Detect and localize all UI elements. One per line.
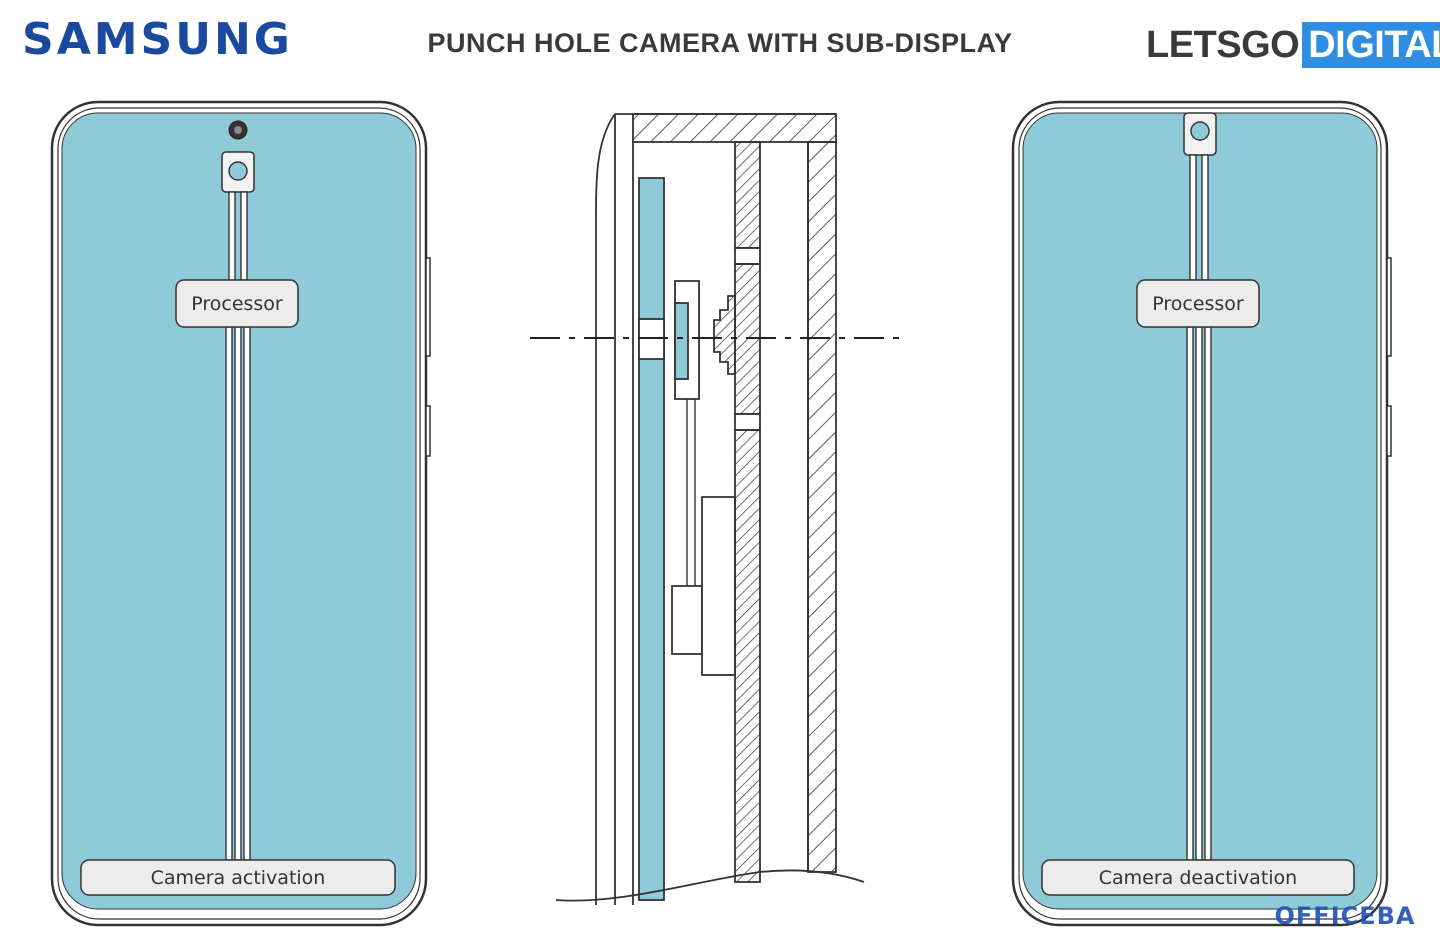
left-side-button-lower [425, 405, 431, 457]
lens-stack-icon [713, 295, 736, 375]
letsgodigital-logo: LETSGO DIGITAL [1146, 22, 1440, 68]
left-phone-bezel [57, 107, 421, 920]
left-side-button-upper [425, 257, 431, 357]
right-camera-lens-icon [1190, 121, 1210, 141]
right-flex-cable-lower [1186, 326, 1212, 861]
right-processor-label: Processor [1152, 292, 1244, 315]
camera-activation-label: Camera activation [150, 866, 326, 889]
samsung-logo: SAMSUNG [22, 14, 293, 65]
display-panel [638, 177, 665, 901]
bracket-gap-top [734, 247, 761, 265]
left-processor-label: Processor [191, 292, 283, 315]
right-processor-box [1136, 279, 1260, 328]
bracket-hatched-top [734, 141, 761, 249]
sub-display-panel [674, 302, 689, 380]
bracket-hatched-bottom [734, 429, 761, 883]
watermark-logo: OFFICEBA [1274, 902, 1416, 930]
connector-block [671, 585, 703, 655]
section-cut-line [555, 869, 865, 902]
cross-section [530, 113, 904, 905]
housing-curve [595, 113, 616, 905]
left-phone [50, 100, 431, 927]
logo-part-letsgo: LETSGO [1146, 23, 1300, 66]
bracket-gap-bottom [734, 413, 761, 431]
left-processor-box [175, 279, 299, 328]
left-flex-cable-lower [225, 326, 251, 861]
right-side-button-lower [1386, 405, 1392, 457]
logo-part-digital: DIGITAL [1302, 22, 1440, 68]
right-side-button-upper [1386, 257, 1392, 357]
right-deactivation-bar [1041, 859, 1355, 896]
diagram-title: PUNCH HOLE CAMERA WITH SUB-DISPLAY [427, 28, 1013, 58]
right-phone-bezel [1018, 107, 1382, 920]
board-block [701, 496, 736, 676]
top-frame-hatched [632, 113, 837, 143]
camera-deactivation-label: Camera deactivation [1098, 866, 1298, 889]
right-phone [1011, 100, 1392, 927]
left-camera-lens-icon [228, 161, 248, 181]
left-activation-bar [80, 859, 396, 896]
rear-wall-hatched [807, 141, 837, 873]
